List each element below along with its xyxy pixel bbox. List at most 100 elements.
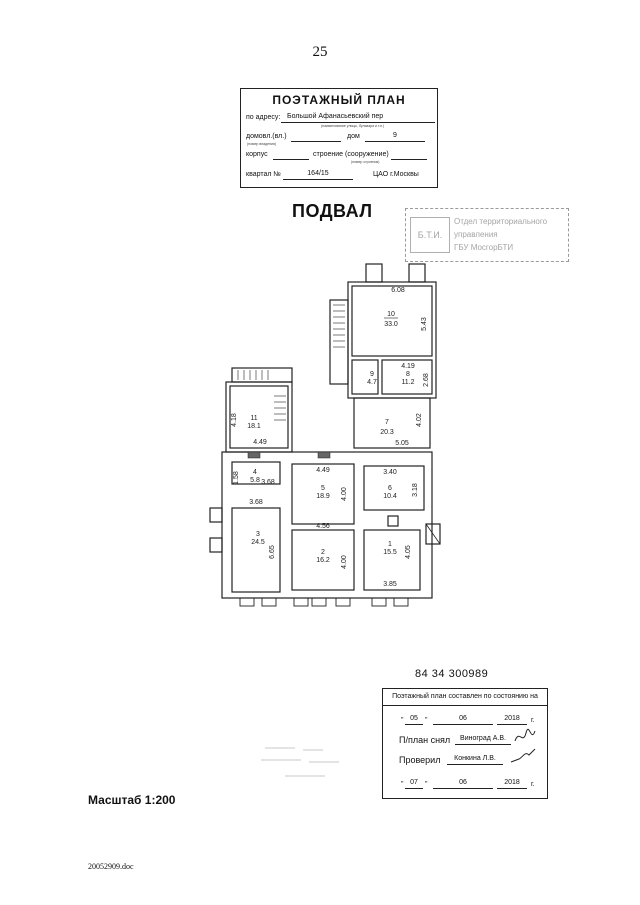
address-value: Большой Афанасьевский пер <box>281 113 435 123</box>
room-2-area: 16.2 <box>316 557 330 564</box>
room-10-dim-side: 5.43 <box>421 317 428 331</box>
door-mark <box>387 515 399 527</box>
room-7-dim-bottom: 5.05 <box>395 440 409 447</box>
survey-stamp: Поэтажный план составлен по состоянию на… <box>382 688 548 799</box>
room-7-area: 20.3 <box>380 429 394 436</box>
room-4-number: 4 <box>253 469 257 476</box>
room-6-outline <box>363 465 425 511</box>
bti-stamp-line: управления <box>454 230 498 239</box>
top-protrusion <box>408 263 426 283</box>
room-11-dim-side: 4.18 <box>231 413 238 427</box>
room-10-dim-top: 6.08 <box>391 287 405 294</box>
room-2-number: 2 <box>321 549 325 556</box>
date1-month: 06 <box>433 715 493 725</box>
room-11-inner <box>229 385 289 449</box>
plan-name: Виноград А.В. <box>455 735 511 745</box>
floor-title: ПОДВАЛ <box>292 201 373 221</box>
room-3-number: 3 <box>256 531 260 538</box>
date1-year: 2018 <box>497 715 527 725</box>
room-labels: 6.08 10 33.0 5.43 9 4.7 4.19 8 11.2 2.68… <box>231 287 430 588</box>
date1-suffix: г. <box>531 717 535 724</box>
room-6-number: 6 <box>388 485 392 492</box>
bti-stamp-box: Б.Т.И. <box>410 217 450 253</box>
room-3-outline <box>231 507 281 593</box>
signature-2-icon <box>510 748 536 763</box>
room-10-outline <box>351 285 433 357</box>
room-8-number: 8 <box>406 371 410 378</box>
room-4-outline <box>231 461 281 485</box>
house-value-line <box>291 132 341 142</box>
top-protrusion <box>365 263 383 283</box>
room-7-dim-side: 4.02 <box>416 413 423 427</box>
room-11-number: 11 <box>250 415 257 422</box>
plan-label: П/план снял <box>399 735 451 745</box>
house-label: домовл.(вл.) <box>246 133 287 140</box>
side-entry <box>425 523 441 545</box>
survey-stamp-header: Поэтажный план составлен по состоянию на <box>383 689 547 706</box>
room-2-dim-side: 4.00 <box>341 555 348 569</box>
room-10-area: 33.0 <box>384 321 398 328</box>
room-1-outline <box>363 529 421 591</box>
bti-stamp-line: ГБУ МосгорБТИ <box>454 243 514 252</box>
room-11-area: 18.1 <box>247 423 261 430</box>
check-name: Конкина Л.В. <box>447 755 503 765</box>
room-5-dim-side: 4.00 <box>341 487 348 501</box>
room-1-dim-bottom: 3.85 <box>383 581 397 588</box>
signature-1-icon <box>514 728 536 742</box>
room-3-area: 24.5 <box>251 539 265 546</box>
floor-plan-stamp: ПОЭТАЖНЫЙ ПЛАН по адресу: Большой Афанас… <box>240 88 438 188</box>
room-1-number: 1 <box>388 541 392 548</box>
room-3-dim-side: 6.65 <box>269 545 276 559</box>
room-2-outline <box>291 529 355 591</box>
page-number: 25 <box>312 44 328 60</box>
room-4-area: 5.8 <box>250 477 260 484</box>
bti-stamp-text: Отдел территориального управления ГБУ Мо… <box>454 215 566 254</box>
room-5-outline <box>291 463 355 525</box>
staircase-11 <box>231 367 293 383</box>
check-label: Проверил <box>399 755 441 765</box>
bti-stamp-line: Отдел территориального <box>454 217 548 226</box>
room-6-dim-top: 3.40 <box>383 469 397 476</box>
room-7-number: 7 <box>385 419 389 426</box>
dom-value: 9 <box>365 132 425 142</box>
room-9-outline <box>351 359 379 395</box>
side-window <box>209 507 223 523</box>
room-5-dim-top: 4.49 <box>316 467 330 474</box>
room-7-outline <box>353 397 431 449</box>
korpus-label: корпус <box>246 151 268 158</box>
room-2-dim-top: 4.56 <box>316 523 330 530</box>
dom-label: дом <box>347 133 360 140</box>
room-8-dim-top: 4.19 <box>401 363 415 370</box>
kvartal-label: квартал № <box>246 171 281 178</box>
date2-month: 06 <box>433 779 493 789</box>
date2-suffix: г. <box>531 781 535 788</box>
address-caption: (наименование улицы, бульвара и т.п.) <box>321 124 385 128</box>
date2-day: 07 <box>405 779 423 789</box>
room-1-dim-side: 4.05 <box>405 545 412 559</box>
staircase-upper <box>329 299 349 385</box>
bti-faded-stamp: Б.Т.И. Отдел территориального управления… <box>405 208 569 262</box>
room-9-number: 9 <box>370 371 374 378</box>
room-3-dim-top: 3.68 <box>249 499 263 506</box>
korpus-value-line <box>273 150 309 160</box>
address-label: по адресу: <box>246 114 281 121</box>
stroenie-value-line <box>391 150 427 160</box>
room-8-area: 11.2 <box>401 379 414 386</box>
room-4-dim-bottom: 3.68 <box>261 479 275 486</box>
kvartal-value: 164/15 <box>283 170 353 180</box>
stroenie-label: строение (сооружение) <box>313 151 389 158</box>
room-6-dim-side: 3.18 <box>412 483 419 497</box>
room-9-area: 4.7 <box>367 379 377 386</box>
district: ЦАО г.Москвы <box>373 171 419 178</box>
stamp-title: ПОЭТАЖНЫЙ ПЛАН <box>272 93 406 107</box>
scale-label: Масштаб 1:200 <box>88 793 176 807</box>
house-caption: (номер владения) <box>247 142 277 146</box>
side-window <box>209 537 223 553</box>
inventory-code: 84 34 300989 <box>415 668 489 680</box>
room-8-outline <box>381 359 433 395</box>
date1-day: 05 <box>405 715 423 725</box>
room-5-area: 18.9 <box>316 493 330 500</box>
room-1-area: 15.5 <box>383 549 397 556</box>
date2-year: 2018 <box>497 779 527 789</box>
